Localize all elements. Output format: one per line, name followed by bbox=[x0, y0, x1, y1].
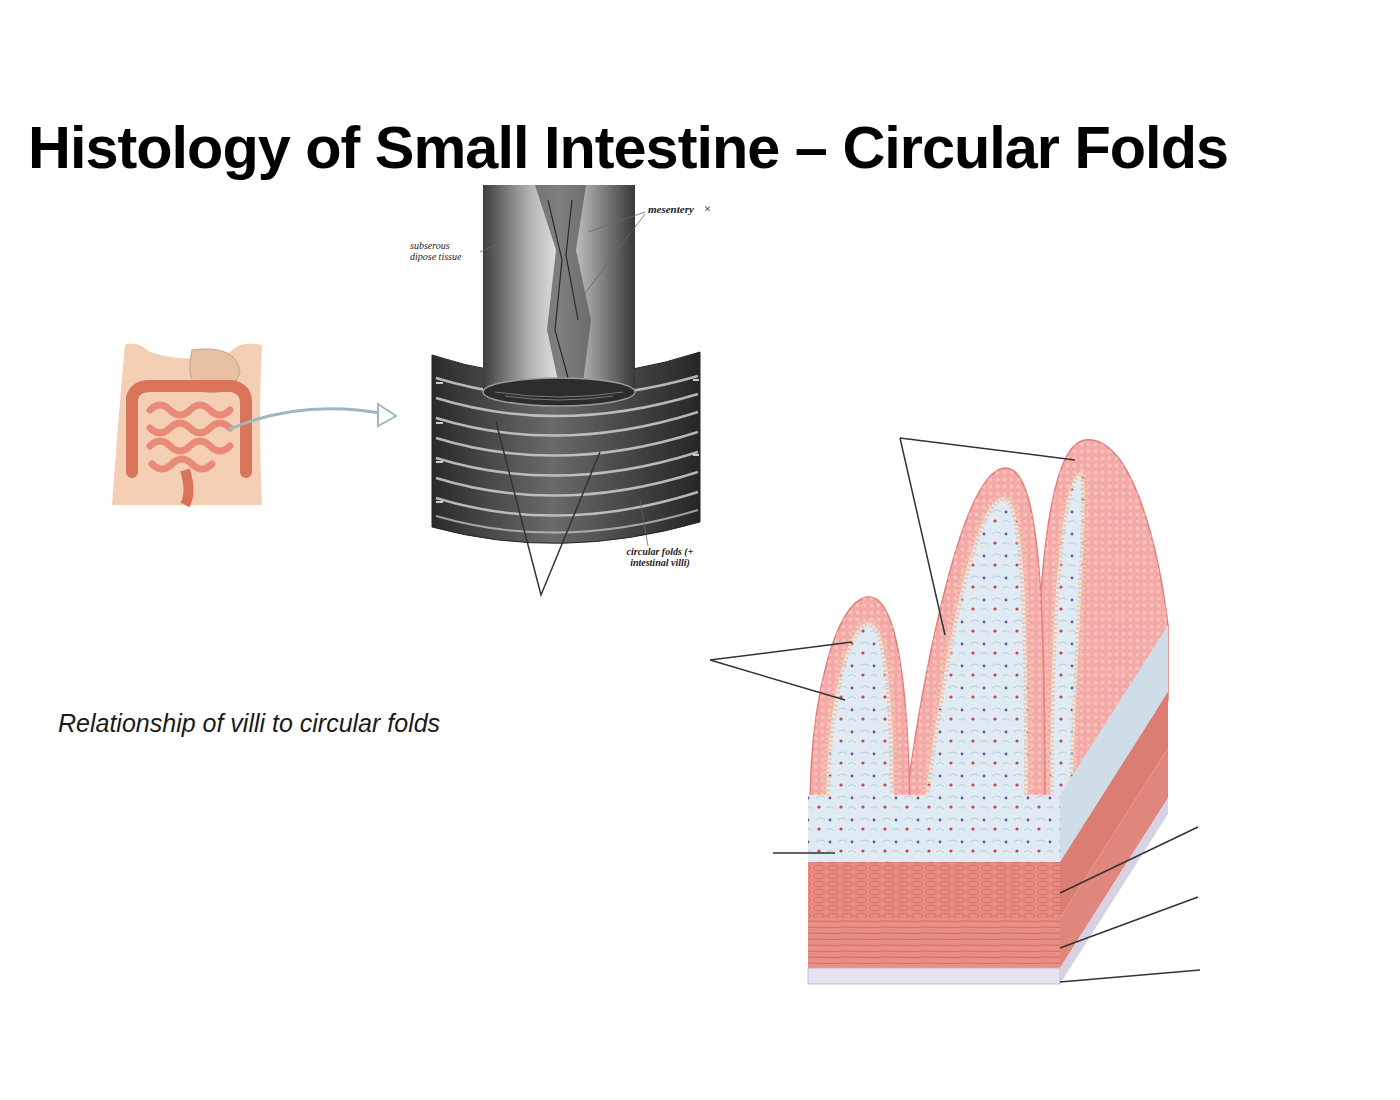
inner-folds bbox=[495, 392, 623, 400]
circular-fold bbox=[436, 472, 698, 496]
circular-fold bbox=[436, 432, 698, 456]
tube-opening bbox=[483, 378, 635, 406]
lamina-propria bbox=[808, 795, 1060, 862]
mark-symbol: × bbox=[703, 202, 712, 216]
villus bbox=[905, 468, 1045, 810]
part-label: mesentery bbox=[648, 204, 694, 216]
serosa-side bbox=[1060, 798, 1168, 984]
villus-surface bbox=[810, 597, 910, 810]
villi-block bbox=[808, 440, 1168, 984]
circular-fold bbox=[436, 510, 698, 533]
longitudinal-muscle bbox=[808, 918, 1060, 968]
villus-core bbox=[1050, 472, 1085, 805]
villus-core bbox=[826, 622, 894, 805]
pointer-lines bbox=[496, 422, 600, 595]
circular-fold bbox=[436, 412, 698, 436]
arrow-head bbox=[378, 404, 396, 426]
rectum bbox=[185, 470, 189, 505]
circular-muscle bbox=[808, 862, 1060, 918]
mesentery-vessels bbox=[548, 200, 578, 385]
villus-surface bbox=[905, 468, 1045, 810]
longitudinal-muscle-side bbox=[1060, 748, 1168, 968]
circular-fold bbox=[436, 452, 698, 476]
part-label: subserous dipose tissue bbox=[410, 241, 478, 262]
leader-line bbox=[710, 438, 1200, 982]
small-intestine bbox=[150, 405, 230, 469]
slide-title: Histology of Small Intestine – Circular … bbox=[28, 118, 1228, 178]
serosa bbox=[808, 968, 1060, 984]
intestine-tube bbox=[432, 185, 700, 543]
pointer-arrow bbox=[228, 409, 386, 430]
mesentery-strip bbox=[535, 185, 591, 390]
tube-body bbox=[483, 185, 635, 392]
villus-core bbox=[924, 497, 1028, 805]
opened-wall bbox=[432, 352, 700, 543]
circular-fold bbox=[436, 492, 698, 516]
part-label: circular folds (+ intestinal villi) bbox=[616, 547, 704, 568]
leader-line bbox=[480, 212, 648, 546]
villus bbox=[810, 597, 910, 810]
figure-caption: Relationship of villi to circular folds bbox=[58, 708, 440, 738]
